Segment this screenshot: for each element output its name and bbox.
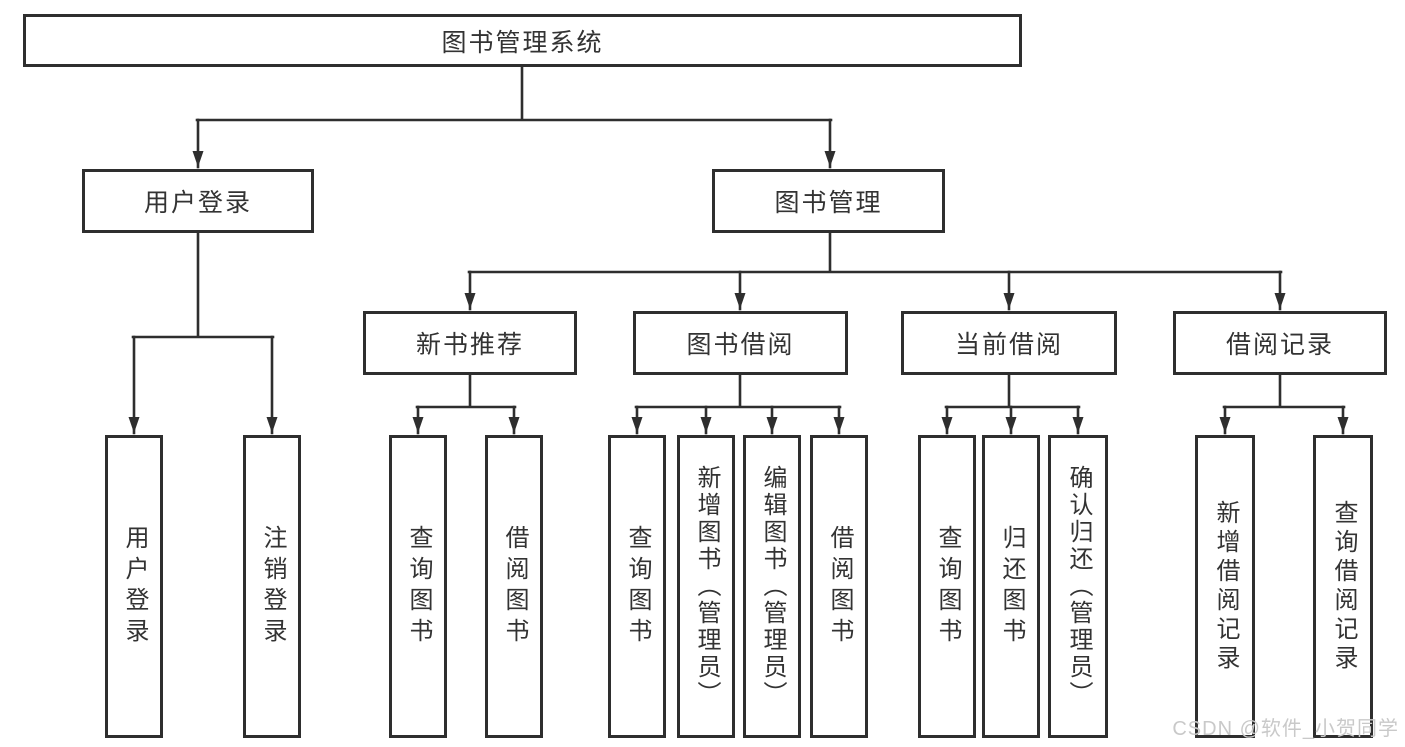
leaf-cb-query-books: 查询图书 <box>918 435 976 738</box>
leaf-nbr-query-books: 查询图书 <box>389 435 447 738</box>
node-user-login-branch: 用户登录 <box>82 169 314 233</box>
connector-book-borrow-trunk <box>634 373 842 409</box>
connector-root-trunk <box>195 65 833 122</box>
leaf-bb-add-book-admin: 新增图书（管理员） <box>677 435 735 738</box>
connector-borrow-records-trunk <box>1222 373 1346 409</box>
leaf-logout: 注销登录 <box>243 435 301 738</box>
node-borrowing-records: 借阅记录 <box>1173 311 1387 375</box>
node-book-borrowing: 图书借阅 <box>633 311 848 375</box>
leaf-cb-return-books: 归还图书 <box>982 435 1040 738</box>
node-new-book-recommendation: 新书推荐 <box>363 311 577 375</box>
node-current-borrowing: 当前借阅 <box>901 311 1117 375</box>
connector-new-book-rec-trunk <box>415 373 517 409</box>
csdn-watermark: CSDN @软件_小贺同学 <box>1172 718 1399 740</box>
leaf-user-login: 用户登录 <box>105 435 163 738</box>
connector-book-mgmt-trunk <box>467 231 1283 274</box>
leaf-cb-confirm-return-admin: 确认归还（管理员） <box>1048 435 1108 738</box>
node-root-system: 图书管理系统 <box>23 14 1022 67</box>
connector-current-borrow-trunk <box>944 373 1081 409</box>
leaf-bb-edit-book-admin: 编辑图书（管理员） <box>743 435 801 738</box>
leaf-bb-query-books: 查询图书 <box>608 435 666 738</box>
leaf-bb-borrow-books: 借阅图书 <box>810 435 868 738</box>
node-book-mgmt-branch: 图书管理 <box>712 169 945 233</box>
leaf-br-query-record: 查询借阅记录 <box>1313 435 1373 738</box>
leaf-nbr-borrow-books: 借阅图书 <box>485 435 543 738</box>
leaf-br-add-record: 新增借阅记录 <box>1195 435 1255 738</box>
connector-user-login-trunk <box>131 231 275 339</box>
